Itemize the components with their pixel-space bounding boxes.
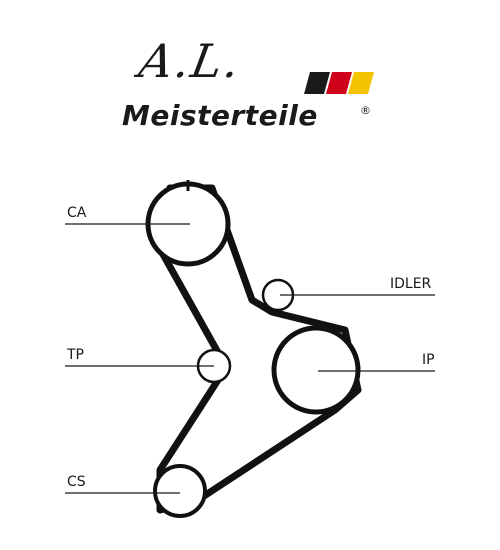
flag-stripe-black xyxy=(304,72,330,94)
label-cs: CS xyxy=(67,474,86,490)
flag-stripes-icon xyxy=(304,72,374,94)
pulley-ip xyxy=(271,325,361,415)
flag-stripe-gold xyxy=(348,72,374,94)
brand-logo: A.L. Meisterteile ® xyxy=(0,0,500,150)
label-ip: IP xyxy=(422,352,435,368)
logo-brand-text: Meisterteile xyxy=(122,99,318,132)
pulley-cs xyxy=(153,464,207,518)
registered-mark: ® xyxy=(360,104,371,117)
label-idler: IDLER xyxy=(390,276,432,292)
label-ca: CA xyxy=(67,205,87,221)
flag-stripe-red xyxy=(326,72,352,94)
label-tp: TP xyxy=(67,347,84,363)
